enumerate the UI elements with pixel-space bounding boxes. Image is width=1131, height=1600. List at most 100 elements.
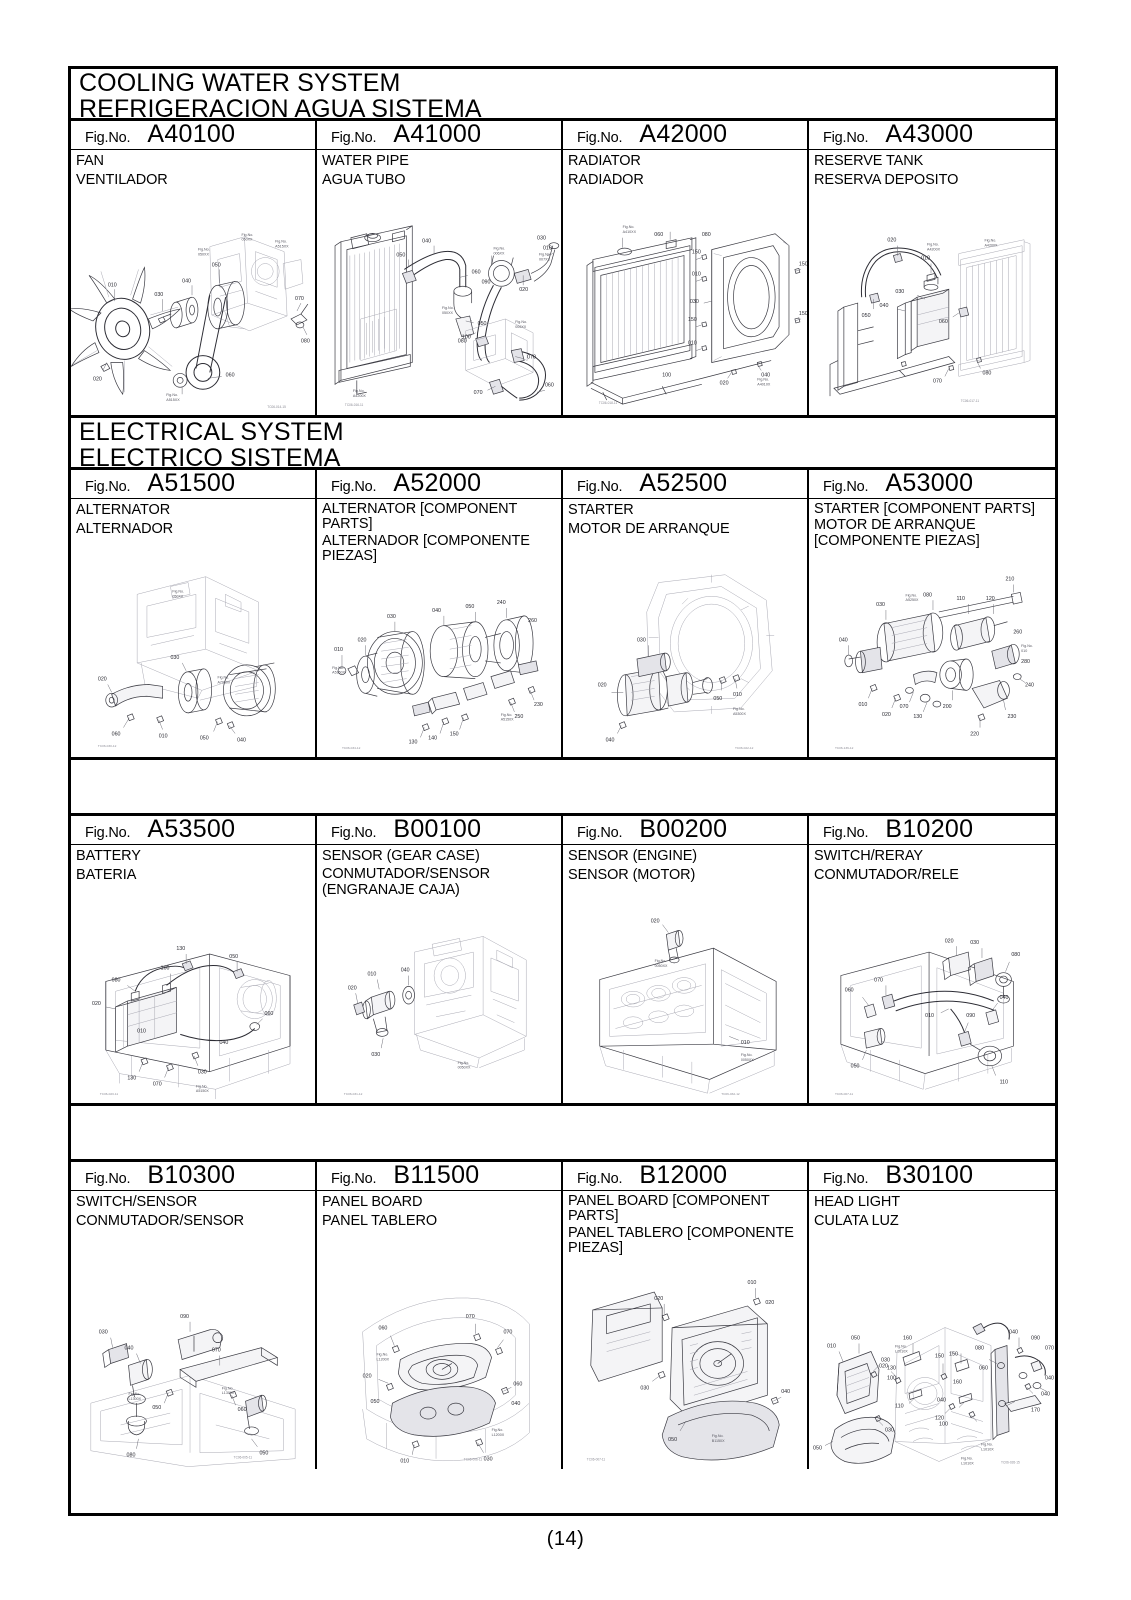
figure-header: Fig.No. A53000 STARTER [COMPONENT PARTS]… — [809, 470, 1055, 561]
figure-cell-A41000[interactable]: Fig.No. A41000 WATER PIPE AGUA TUBO — [317, 121, 563, 415]
fig-no-line: Fig.No. B10300 — [71, 1163, 315, 1191]
fig-no-value: B00200 — [639, 816, 728, 843]
figure-cell-B00100[interactable]: Fig.No. B00100 SENSOR (GEAR CASE) CONMUT… — [317, 816, 563, 1103]
svg-text:050: 050 — [200, 735, 209, 741]
svg-text:A5150X: A5150X — [501, 718, 514, 722]
svg-text:040: 040 — [1009, 1330, 1018, 1336]
svg-text:050: 050 — [813, 1446, 822, 1452]
svg-text:L1300X: L1300X — [222, 1391, 235, 1395]
svg-text:040: 040 — [839, 637, 848, 643]
svg-text:TC06-006-11: TC06-006-11 — [464, 1458, 483, 1462]
svg-text:070: 070 — [1045, 1346, 1054, 1352]
svg-text:TC06-034-12: TC06-034-12 — [342, 746, 361, 750]
svg-text:150: 150 — [692, 250, 701, 256]
svg-text:040: 040 — [1045, 1376, 1054, 1382]
svg-text:050: 050 — [259, 1451, 268, 1457]
svg-text:070: 070 — [153, 1081, 162, 1087]
svg-text:090: 090 — [180, 1314, 189, 1320]
svg-text:050XX: 050XX — [198, 253, 210, 257]
svg-text:0050XX: 0050XX — [458, 1066, 471, 1070]
figure-cell-B11500[interactable]: Fig.No. B11500 PANEL BOARD PANEL TABLERO — [317, 1162, 563, 1469]
exploded-diagram-starter: 030 020 050 010 040 Fig.No.A5300X TC06-0… — [563, 561, 807, 757]
svg-text:Fig.No.: Fig.No. — [492, 1428, 504, 1432]
svg-text:A4010X: A4010X — [757, 382, 771, 386]
figure-cell-A42000[interactable]: Fig.No. A42000 RADIATOR RADIADOR — [563, 121, 809, 415]
fig-no-label: Fig.No. — [331, 1171, 377, 1187]
fig-no-line: Fig.No. B11500 — [317, 1163, 561, 1191]
svg-text:010: 010 — [543, 246, 552, 252]
figure-cell-B10200[interactable]: Fig.No. B10200 SWITCH/RERAY CONMUTADOR/R… — [809, 816, 1055, 1103]
svg-text:TC06-016-11: TC06-016-11 — [345, 403, 364, 407]
svg-text:070: 070 — [527, 355, 536, 361]
figure-header: Fig.No. B12000 PANEL BOARD [COMPONENT PA… — [563, 1162, 807, 1256]
svg-text:Fig.No.: Fig.No. — [984, 239, 996, 243]
svg-text:080: 080 — [975, 1346, 984, 1352]
svg-text:A5300X: A5300X — [733, 712, 746, 716]
fig-no-label: Fig.No. — [823, 130, 869, 146]
svg-text:040: 040 — [511, 1401, 520, 1407]
figure-header: Fig.No. B30100 HEAD LIGHT CULATA LUZ — [809, 1162, 1055, 1253]
svg-text:030: 030 — [154, 292, 163, 298]
figure-cell-B30100[interactable]: Fig.No. B30100 HEAD LIGHT CULATA LUZ — [809, 1162, 1055, 1469]
svg-text:Fig.No.: Fig.No. — [198, 248, 210, 252]
svg-text:L1010X: L1010X — [981, 1448, 994, 1452]
fig-no-value: B00100 — [393, 816, 482, 843]
svg-text:010: 010 — [137, 1028, 146, 1034]
fig-no-line: Fig.No. A41000 — [317, 122, 561, 150]
figure-cell-A53000[interactable]: Fig.No. A53000 STARTER [COMPONENT PARTS]… — [809, 470, 1055, 757]
svg-text:150: 150 — [799, 261, 807, 267]
section-title-en: COOLING WATER SYSTEM — [79, 69, 401, 97]
figure-cell-A43000[interactable]: Fig.No. A43000 RESERVE TANK RESERVA DEPO… — [809, 121, 1055, 415]
svg-text:010: 010 — [1021, 649, 1027, 653]
figure-cell-B12000[interactable]: Fig.No. B12000 PANEL BOARD [COMPONENT PA… — [563, 1162, 809, 1469]
exploded-diagram-panel-board: 060 070 070 020 060 010 030 040 050 Fig.… — [317, 1253, 561, 1469]
svg-text:030: 030 — [690, 299, 699, 305]
svg-text:110: 110 — [1000, 1079, 1008, 1085]
svg-text:230: 230 — [1007, 714, 1016, 720]
figure-cell-A52500[interactable]: Fig.No. A52500 STARTER MOTOR DE ARRANQUE — [563, 470, 809, 757]
page-number: (14) — [546, 1528, 585, 1550]
svg-text:A4200X: A4200X — [353, 394, 367, 398]
svg-text:020: 020 — [882, 712, 891, 718]
svg-text:020: 020 — [348, 985, 357, 991]
figure-names: ALTERNATOR [COMPONENT PARTS] ALTERNADOR … — [317, 499, 561, 563]
figure-header: Fig.No. B00100 SENSOR (GEAR CASE) CONMUT… — [317, 816, 561, 907]
svg-text:040: 040 — [432, 608, 441, 614]
fig-no-line: Fig.No. B30100 — [809, 1163, 1055, 1191]
svg-text:010: 010 — [859, 702, 868, 708]
exploded-diagram-radiator: 060 080 150 010 150 010 150 150 020 040 … — [563, 212, 807, 415]
svg-text:Fig.No.: Fig.No. — [961, 1457, 973, 1461]
svg-text:070: 070 — [474, 390, 483, 396]
svg-text:Fig.No.: Fig.No. — [981, 1443, 993, 1447]
svg-text:050: 050 — [668, 1437, 677, 1443]
figure-names: FAN VENTILADOR — [71, 150, 315, 212]
figure-name-es: CULATA LUZ — [814, 1213, 899, 1230]
figure-name-en: STARTER — [568, 502, 634, 518]
figure-cell-A51500[interactable]: Fig.No. A51500 ALTERNATOR ALTERNADOR — [71, 470, 317, 757]
svg-text:020: 020 — [654, 1296, 663, 1302]
exploded-diagram-battery: 080 100 130 050 020 130 070 030 060 040 … — [71, 907, 315, 1103]
figure-names: WATER PIPE AGUA TUBO — [317, 150, 561, 212]
svg-text:040: 040 — [1000, 995, 1009, 1001]
svg-text:080: 080 — [301, 339, 310, 345]
svg-text:120: 120 — [935, 1416, 944, 1422]
figure-cell-B10300[interactable]: Fig.No. B10300 SWITCH/SENSOR CONMUTADOR/… — [71, 1162, 317, 1469]
svg-text:Fig.No.: Fig.No. — [129, 1392, 141, 1396]
figure-name-en: PANEL BOARD — [322, 1194, 423, 1210]
figure-cell-A40100[interactable]: Fig.No. A40100 FAN VENTILADOR — [71, 121, 317, 415]
figure-name-es: AGUA TUBO — [322, 172, 406, 189]
exploded-diagram-reserve-tank: 010 020 030 040 050 060 070 080 Fig.No.A… — [809, 212, 1055, 415]
svg-text:L1200X: L1200X — [492, 1433, 505, 1437]
svg-text:050: 050 — [862, 313, 871, 319]
fig-no-line: Fig.No. A51500 — [71, 471, 315, 499]
figure-cell-A52000[interactable]: Fig.No. A52000 ALTERNATOR [COMPONENT PAR… — [317, 470, 563, 757]
svg-text:060: 060 — [513, 1381, 522, 1387]
svg-text:Fig.No.: Fig.No. — [655, 959, 667, 963]
svg-text:030: 030 — [99, 1330, 108, 1336]
figure-cell-B00200[interactable]: Fig.No. B00200 SENSOR (ENGINE) SENSOR (M… — [563, 816, 809, 1103]
svg-text:060: 060 — [979, 1366, 988, 1372]
svg-text:Fig.No.: Fig.No. — [332, 666, 344, 670]
svg-text:Fig.No.: Fig.No. — [218, 676, 230, 680]
figure-cell-A53500[interactable]: Fig.No. A53500 BATTERY BATERIA — [71, 816, 317, 1103]
svg-text:130: 130 — [176, 946, 185, 952]
